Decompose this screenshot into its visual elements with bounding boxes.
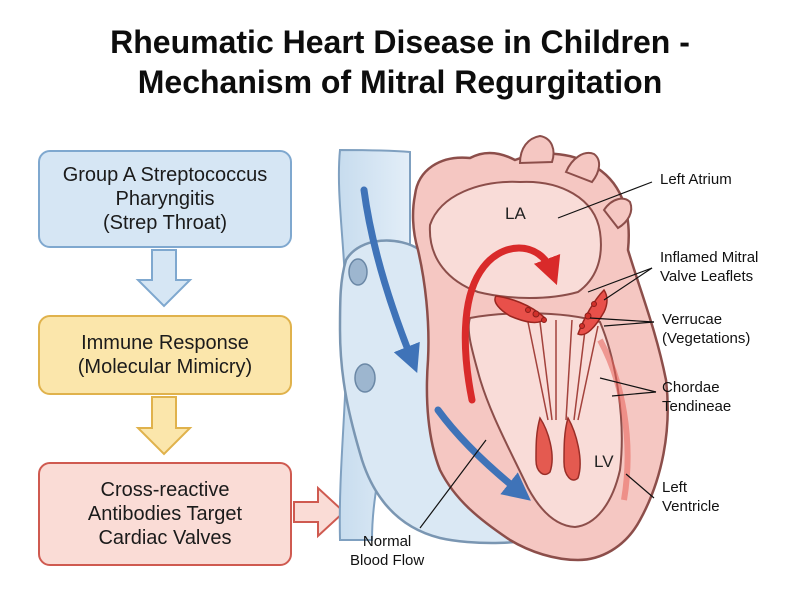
la-label: LA [505,204,526,223]
title-line-2: Mechanism of Mitral Regurgitation [137,64,663,100]
label-line: Inflamed Mitral [660,249,759,266]
leader-lines [419,181,657,529]
normal-blood-flow-label: Normal Blood Flow [350,532,424,570]
flow-arrow-right [293,485,346,539]
label-line: Verrucae [662,311,723,328]
label-line: Tendineae [662,398,732,415]
regurgitation-arrow [461,244,561,404]
left-atrium-chamber [428,180,602,299]
chordae-tendineae [527,319,599,421]
label-line: (Vegetations) [662,330,751,347]
flow-arrow-down-2 [135,396,193,456]
verrucae-vegetations [525,301,597,329]
chordae-tendineae-label: Chordae Tendineae [662,378,731,416]
box-line: Cross-reactive [100,479,230,501]
diagram-title: Rheumatic Heart Disease in Children - Me… [0,22,800,102]
left-atrium-label: Left Atrium [660,170,732,189]
flow-arrow-down-1 [135,249,193,308]
label-line: Blood Flow [350,552,425,569]
box-line: Group A Streptococcus [62,164,268,186]
box-line: (Strep Throat) [102,212,228,234]
lv-label: LV [594,452,614,471]
label-line: Left Atrium [660,171,732,188]
pulmonary-vein-stubs [518,134,633,230]
inflamed-mitral-valve [494,288,608,336]
left-ventricle-chamber [467,312,631,529]
label-line: Left [662,479,688,496]
title-line-1: Rheumatic Heart Disease in Children - [110,24,690,60]
cross-reactive-antibodies-box: Cross-reactive Antibodies Target Cardiac… [38,462,292,566]
box-line: Immune Response [81,332,249,354]
label-line: Chordae [662,379,720,396]
inflamed-mitral-valve-label: Inflamed Mitral Valve Leaflets [660,248,758,286]
left-ventricle-label: Left Ventricle [662,478,720,516]
box-line: Cardiac Valves [98,527,232,549]
box-line: Pharyngitis [115,188,215,210]
box-line: (Molecular Mimicry) [77,356,253,378]
label-line: Ventricle [662,498,720,515]
verrucae-label: Verrucae (Vegetations) [662,310,750,348]
label-line: Valve Leaflets [660,268,754,285]
box-line: Antibodies Target [87,503,243,525]
label-line: Normal [362,533,412,550]
papillary-muscles [535,416,581,481]
immune-response-box: Immune Response (Molecular Mimicry) [38,315,292,395]
strep-pharyngitis-box: Group A Streptococcus Pharyngitis (Strep… [38,150,292,248]
